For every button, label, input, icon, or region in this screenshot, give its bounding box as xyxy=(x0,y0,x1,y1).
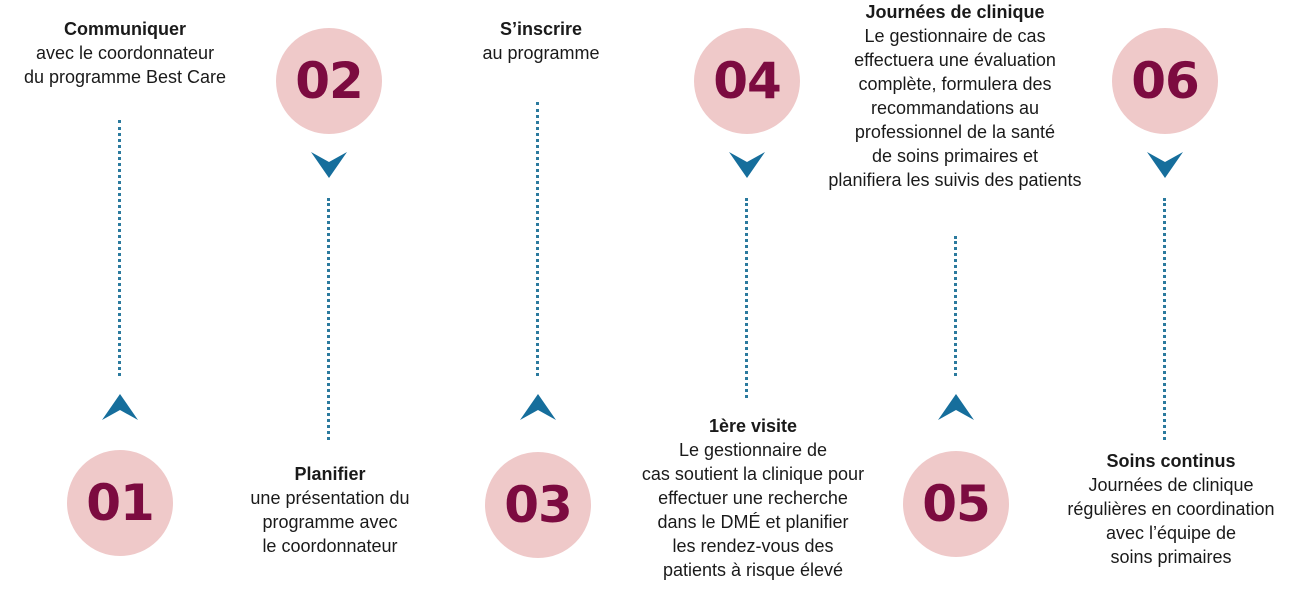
step-line: effectuera une évaluation xyxy=(854,50,1056,70)
connector-03 xyxy=(536,102,539,376)
step-number: 03 xyxy=(504,476,573,534)
step-line: professionnel de la santé xyxy=(854,122,1056,142)
step-line: Le gestionnaire de xyxy=(678,440,828,460)
step-04-badge: 04 xyxy=(694,28,800,134)
step-line: au programme xyxy=(482,43,600,63)
step-line: soins primaires xyxy=(1110,547,1232,567)
connector-06 xyxy=(1163,198,1166,440)
chevron-down-icon xyxy=(1147,152,1183,178)
chevron-down-icon xyxy=(311,152,347,178)
step-line: les rendez-vous des xyxy=(672,536,834,556)
step-title: Communiquer xyxy=(63,19,186,39)
step-01-badge: 01 xyxy=(67,450,173,556)
step-line: patients à risque élevé xyxy=(662,560,844,580)
step-05-text: Journées de clinique Le gestionnaire de … xyxy=(790,0,1120,192)
step-title: 1ère visite xyxy=(708,416,798,436)
connector-01 xyxy=(118,120,121,376)
connector-05 xyxy=(954,236,957,376)
step-line: planifiera les suivis des patients xyxy=(828,170,1082,190)
step-line: avec l’équipe de xyxy=(1105,523,1237,543)
step-title: Soins continus xyxy=(1106,451,1236,471)
step-line: une présentation du xyxy=(250,488,410,508)
step-line: Le gestionnaire de cas xyxy=(864,26,1046,46)
step-line: régulières en coordination xyxy=(1067,499,1275,519)
step-line: cas soutient la clinique pour xyxy=(641,464,865,484)
step-03-badge: 03 xyxy=(485,452,591,558)
step-02-text: Planifier une présentation du programme … xyxy=(205,462,455,558)
step-06-text: Soins continus Journées de clinique régu… xyxy=(1036,449,1306,569)
step-number: 06 xyxy=(1131,52,1200,110)
step-line: le coordonnateur xyxy=(262,536,398,556)
step-line: complète, formulera des xyxy=(858,74,1052,94)
step-06-badge: 06 xyxy=(1112,28,1218,134)
step-number: 04 xyxy=(713,52,782,110)
step-line: du programme Best Care xyxy=(23,67,227,87)
step-line: avec le coordonnateur xyxy=(35,43,215,63)
step-number: 05 xyxy=(922,475,991,533)
step-line: de soins primaires et xyxy=(871,146,1039,166)
step-04-text: 1ère visite Le gestionnaire de cas souti… xyxy=(608,414,898,582)
chevron-up-icon xyxy=(520,394,556,420)
step-line: Journées de clinique xyxy=(1088,475,1254,495)
step-line: recommandations au xyxy=(870,98,1040,118)
chevron-up-icon xyxy=(938,394,974,420)
step-line: programme avec xyxy=(262,512,398,532)
connector-02 xyxy=(327,198,330,440)
step-02-badge: 02 xyxy=(276,28,382,134)
step-03-text: S’inscrire au programme xyxy=(441,17,641,65)
chevron-down-icon xyxy=(729,152,765,178)
step-line: dans le DMÉ et planifier xyxy=(657,512,849,532)
step-title: Journées de clinique xyxy=(865,2,1045,22)
step-number: 02 xyxy=(295,52,364,110)
connector-04 xyxy=(745,198,748,398)
step-01-text: Communiquer avec le coordonnateur du pro… xyxy=(0,17,250,89)
step-title: Planifier xyxy=(294,464,366,484)
step-title: S’inscrire xyxy=(499,19,583,39)
chevron-up-icon xyxy=(102,394,138,420)
step-number: 01 xyxy=(86,474,155,532)
step-05-badge: 05 xyxy=(903,451,1009,557)
step-line: effectuer une recherche xyxy=(658,488,848,508)
